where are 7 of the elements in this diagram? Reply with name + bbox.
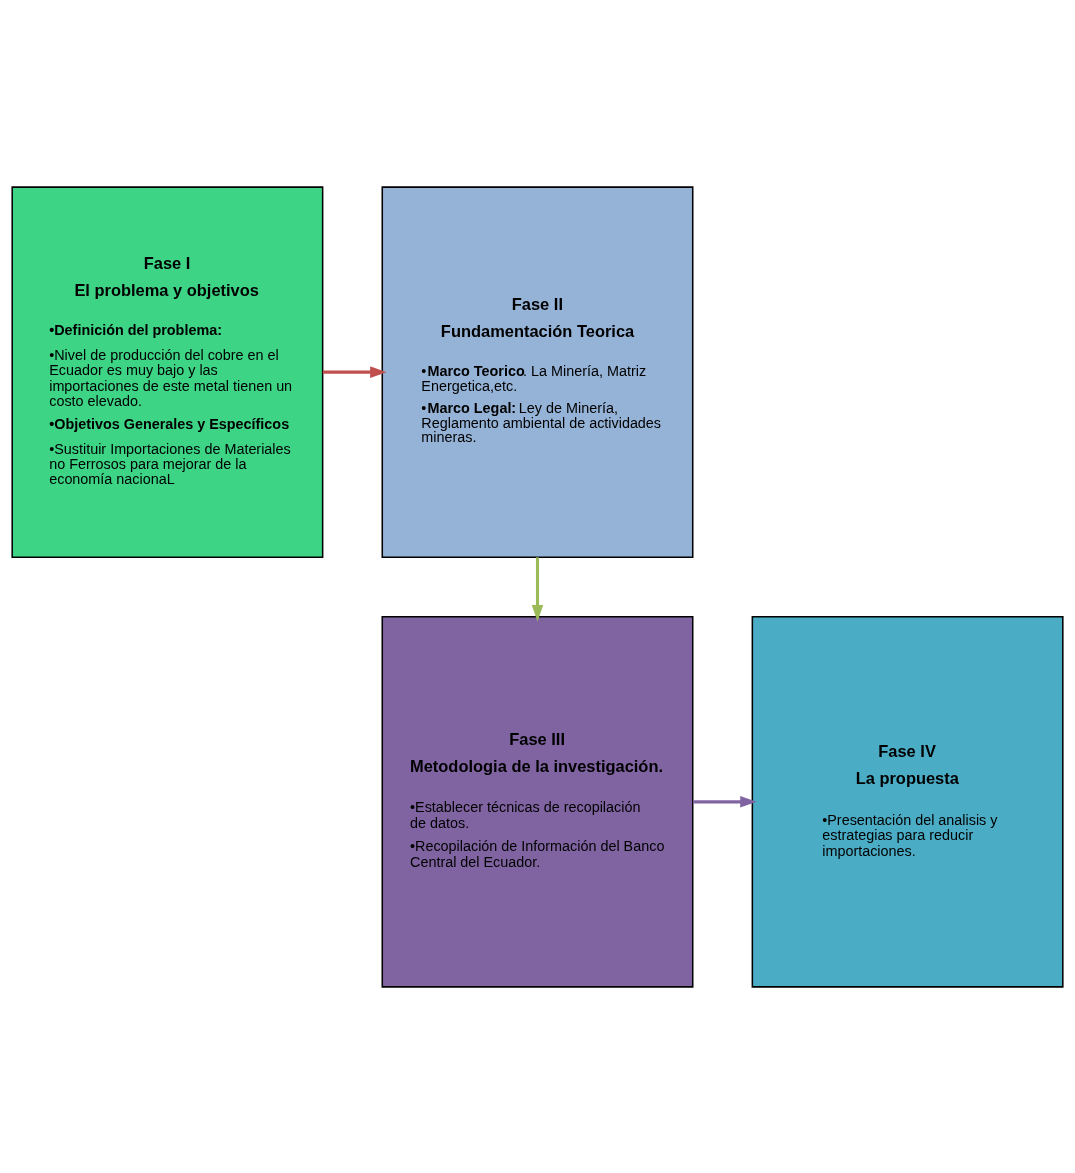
node-box: Fase I El problema y objetivos •Definición del problema: •Nivel de producción del cobre en el Ecuador es muy bajo y las importaciones de este metal tienen un costo elevado. •Objetivos Generales y Específicos •Sustituir Importaciones de Materiales no Ferrosos para mejorar de la economía nacionaL [11,185,324,558]
arrow [322,365,387,378]
node-box: Fase IV La propuesta •Presentación del analisis y estrategias para reducir importaciones. [751,615,1064,988]
node-box: Fase II Fundamentación Teorica •Marco Teorico. La Minería, Matriz Energetica,etc. •Marco Legal: Ley de Minería, Reglamento ambiental de actividades mineras. [381,185,694,558]
arrow [692,795,757,808]
node-box: Fase III Metodologia de la investigación. •Establecer técnicas de recopilación de datos. •Recopilación de Información del Banco Central del Ecuador. [381,615,694,988]
arrow [531,556,544,621]
